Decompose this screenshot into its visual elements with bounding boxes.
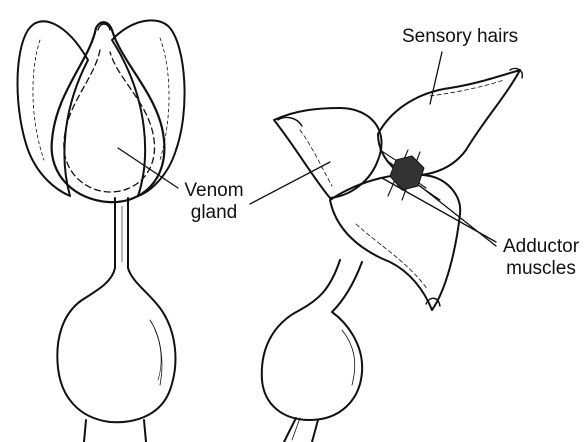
open-stalk-bulb (262, 260, 362, 420)
label-adductor-line1: Adductor (496, 236, 586, 258)
leader-lines (118, 52, 496, 246)
label-adductor-muscles: Adductor muscles (496, 236, 586, 280)
closed-stalk-bulb (57, 198, 175, 422)
label-venom-gland-line1: Venom (178, 180, 250, 202)
open-pedicellaria (262, 68, 523, 442)
open-stalk-base (284, 418, 318, 442)
open-jaw-left (274, 108, 382, 198)
label-venom-gland-line2: gland (178, 202, 250, 224)
closed-pedicellaria (18, 20, 185, 442)
closed-stalk-base (84, 420, 146, 442)
label-venom-gland: Venom gland (178, 180, 250, 224)
closed-jaw-left (18, 21, 89, 196)
leader-adductor-2 (420, 186, 496, 246)
label-adductor-line2: muscles (496, 258, 586, 280)
closed-jaw-right (112, 20, 185, 196)
leader-sensory (430, 52, 442, 104)
label-sensory-hairs: Sensory hairs (402, 26, 518, 48)
